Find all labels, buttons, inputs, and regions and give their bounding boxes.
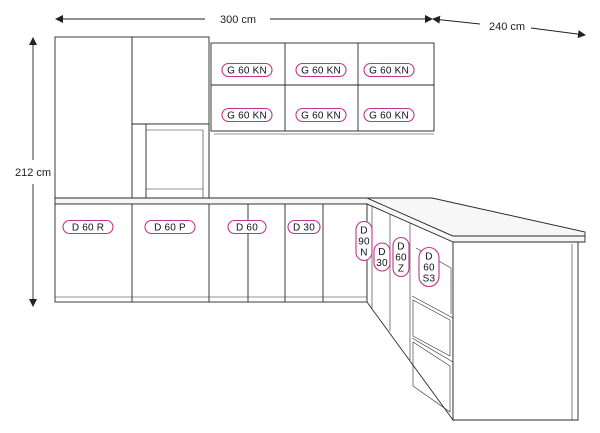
cabinet-code-text: 30 — [376, 258, 388, 269]
cabinet-code-text: N — [360, 248, 367, 259]
cabinet-code-text: G 60 KN — [301, 66, 341, 77]
depth-dimension: 240 cm — [432, 15, 586, 39]
width-label: 300 cm — [220, 14, 256, 26]
width-dimension: 300 cm — [55, 14, 433, 26]
cabinet-code-text: 90 — [358, 237, 370, 248]
height-dimension: 212 cm — [15, 37, 51, 307]
cabinet-code-text: D 30 — [293, 223, 315, 234]
cabinet-code-text: G 60 KN — [301, 111, 341, 122]
cabinet-code-text: Z — [398, 264, 404, 275]
side-cabinet-label: D30 — [373, 242, 391, 272]
base-cabinet-label: D 60 — [227, 219, 267, 235]
wall-cabinet-label: G 60 KN — [221, 62, 273, 78]
front-base-cabinets — [54, 203, 368, 303]
tall-cabinet-left — [54, 36, 133, 199]
cabinet-code-text: G 60 KN — [369, 111, 409, 122]
wall-cabinet-label: G 60 KN — [363, 107, 415, 123]
cabinet-code-text: 60 — [395, 253, 407, 264]
cabinet-code-text: G 60 KN — [227, 111, 267, 122]
cabinet-code-text: D 60 R — [72, 223, 104, 234]
cabinet-code-text: G 60 KN — [227, 66, 267, 77]
wall-cabinet-label: G 60 KN — [295, 62, 347, 78]
wall-cabinet-label: G 60 KN — [363, 62, 415, 78]
cabinet-code-text: D 60 — [236, 223, 258, 234]
cabinet-code-text: 60 — [423, 263, 435, 274]
oven-niche — [145, 123, 210, 199]
base-cabinet-label: D 60 R — [62, 219, 114, 235]
cabinet-code-text: D — [378, 247, 385, 258]
height-label: 212 cm — [15, 167, 51, 179]
wall-cabinet-labels: G 60 KN G 60 KN G 60 KN G 60 KN G 60 KN G 60 … — [221, 62, 415, 123]
cabinet-code-text: D — [397, 242, 404, 253]
wall-cabinet-label: G 60 KN — [221, 107, 273, 123]
cabinet-code-text: D — [425, 252, 432, 263]
cabinet-code-text: G 60 KN — [369, 66, 409, 77]
depth-label: 240 cm — [489, 21, 525, 33]
base-cabinet-label: D 60 P — [144, 219, 196, 235]
cabinet-code-text: D 60 P — [154, 223, 186, 234]
tall-oven-cabinet — [131, 36, 210, 199]
wall-cabinet-label: G 60 KN — [295, 107, 347, 123]
base-cabinet-labels: D 60 R D 60 P D 60 D 30 — [62, 219, 321, 235]
cabinet-code-text: S3 — [423, 274, 436, 285]
base-cabinet-label: D 30 — [287, 219, 321, 235]
cabinet-code-text: D — [360, 226, 367, 237]
